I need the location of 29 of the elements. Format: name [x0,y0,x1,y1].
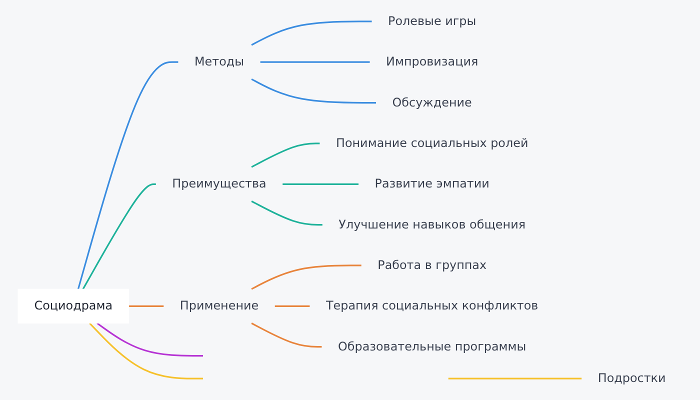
branch-line [251,322,322,348]
node-text: Методы [194,55,244,69]
branch-line [274,305,310,307]
node-text: Подростки [598,372,666,386]
branch-line [251,142,320,168]
branch-line [77,61,178,290]
branch-line [251,20,372,46]
node-text: Ролевые игры [388,14,476,28]
node-text: Импровизация [386,55,478,69]
branch-line [282,183,359,185]
branch-line [89,322,203,380]
node-text: Образовательные программы [338,340,526,354]
node-text: Понимание социальных ролей [336,136,528,150]
node-text: Улучшение навыков общения [338,218,526,232]
node-text: Развитие эмпатии [374,177,490,191]
branch-line [251,264,362,290]
branch-line [448,378,582,380]
node-text: Применение [180,299,259,313]
node-text: Обсуждение [392,96,472,110]
branch-line [82,183,156,290]
branch-line [260,61,370,63]
node-text: Работа в группах [378,258,487,272]
branch-line [251,78,376,104]
branch-line [96,322,203,357]
node-box: Социодрама [18,288,130,324]
node-text: Терапия социальных конфликтов [326,299,538,313]
node-text: Преимущества [172,177,266,191]
branch-line [128,305,164,307]
branch-line [251,200,322,226]
